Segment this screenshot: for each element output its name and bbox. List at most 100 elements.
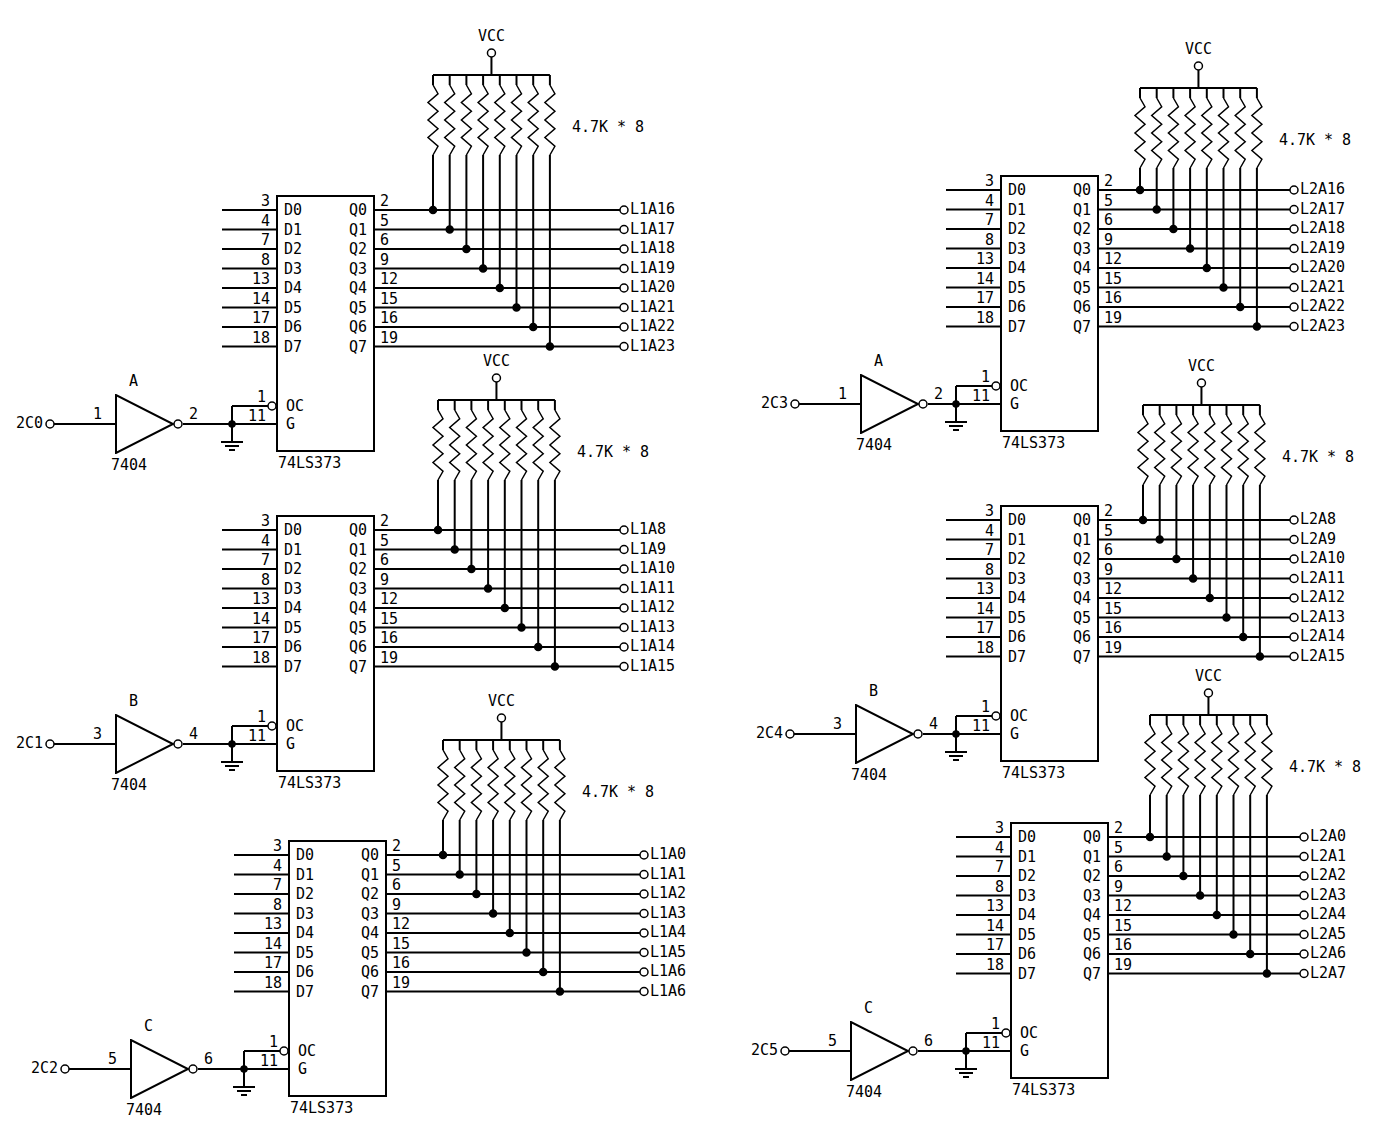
pin-number: 5 xyxy=(392,859,401,874)
signal-name: L2A7 xyxy=(1310,966,1346,981)
junction-dot xyxy=(530,324,537,331)
pin-number: 1 xyxy=(981,700,990,715)
signal-name: L2A3 xyxy=(1310,888,1346,903)
resistor-symbol xyxy=(1229,725,1239,795)
resistor-lead xyxy=(542,820,544,972)
resistor-lead xyxy=(432,75,434,85)
pin-name: Q2 xyxy=(1073,552,1091,567)
pin-number: 3 xyxy=(833,717,842,732)
pin-number: 16 xyxy=(1104,291,1122,306)
terminal xyxy=(620,206,628,214)
pin-wire xyxy=(946,539,1000,541)
latch-chip: D0Q0D1Q1D2Q2D3Q3D4Q4D5Q5D6Q6D7Q7OCG74LS3… xyxy=(276,515,375,772)
resistor-lead xyxy=(1149,715,1151,725)
chip-name: 74LS373 xyxy=(290,1101,353,1116)
pin-number: 12 xyxy=(1104,582,1122,597)
resistor-lead xyxy=(1259,405,1261,415)
pin-wire xyxy=(222,549,276,551)
pin-number: 14 xyxy=(976,602,994,617)
terminal xyxy=(620,526,628,534)
resistor-lead xyxy=(1226,485,1228,618)
pin-wire xyxy=(946,209,1000,211)
pin-wire xyxy=(234,874,288,876)
terminal xyxy=(1300,970,1308,978)
ground-symbol xyxy=(221,761,243,763)
pin-number: 6 xyxy=(1114,860,1123,875)
resistor-lead xyxy=(465,155,467,249)
signal-wire xyxy=(375,529,620,531)
pin-name: D2 xyxy=(284,562,302,577)
pin-number: 8 xyxy=(273,898,282,913)
pin-number: 4 xyxy=(261,214,270,229)
pin-number: 3 xyxy=(995,821,1004,836)
junction-dot xyxy=(1230,931,1237,938)
resistor-symbol xyxy=(1138,415,1148,485)
resistor-lead xyxy=(1159,485,1161,540)
signal-wire xyxy=(375,229,620,231)
signal-name: L1A15 xyxy=(630,659,675,674)
supply-name: VCC xyxy=(1188,359,1215,374)
resistor-lead xyxy=(1216,715,1218,725)
terminal xyxy=(640,968,648,976)
resistor-lead xyxy=(509,820,511,933)
supply-name: VCC xyxy=(488,694,515,709)
signal-wire xyxy=(387,971,640,973)
terminal xyxy=(1290,536,1298,544)
pin-name: Q4 xyxy=(349,281,367,296)
terminal xyxy=(1194,62,1202,70)
gate-part: 7404 xyxy=(126,1103,162,1118)
pin-wire xyxy=(234,971,288,973)
pin-name: D1 xyxy=(296,868,314,883)
pin-wire xyxy=(234,952,288,954)
resistor-lead xyxy=(516,155,518,308)
vcc-wire xyxy=(495,382,497,400)
terminal xyxy=(61,1065,69,1073)
resistor-lead xyxy=(1142,405,1144,415)
resistor-lead xyxy=(1209,405,1211,415)
pin-name: Q6 xyxy=(1073,300,1091,315)
signal-name: L1A2 xyxy=(650,886,686,901)
pin-name: G xyxy=(286,417,295,432)
supply-name: VCC xyxy=(478,29,505,44)
pin-name: Q2 xyxy=(1083,869,1101,884)
resistor-lead xyxy=(1249,715,1251,725)
pin-wire xyxy=(222,287,276,289)
pin-number: 12 xyxy=(1104,252,1122,267)
inversion-bubble xyxy=(919,400,927,408)
gate-part: 7404 xyxy=(111,458,147,473)
pin-number: 9 xyxy=(380,253,389,268)
resistor-value: 4.7K * 8 xyxy=(1282,450,1354,465)
pin-number: 2 xyxy=(1104,174,1113,189)
pin-wire xyxy=(956,836,1010,838)
terminal xyxy=(640,929,648,937)
resistor-symbol xyxy=(478,85,488,155)
pin-number: 6 xyxy=(1104,543,1113,558)
resistor-lead xyxy=(499,75,501,85)
pin-number: 4 xyxy=(929,717,938,732)
pin-name: D4 xyxy=(296,926,314,941)
resistor-lead xyxy=(492,740,494,750)
pin-name: D7 xyxy=(284,340,302,355)
resistor-lead xyxy=(1233,715,1235,725)
pin-number: 2 xyxy=(380,514,389,529)
pin-number: 18 xyxy=(986,958,1004,973)
resistor-lead xyxy=(516,75,518,85)
signal-wire xyxy=(375,666,620,668)
inverter-triangle xyxy=(856,705,913,763)
resistor-lead xyxy=(1242,405,1244,415)
pin-number: 11 xyxy=(248,729,266,744)
pin-number: 2 xyxy=(1114,821,1123,836)
gate-letter: C xyxy=(864,1001,873,1016)
input-wire xyxy=(789,1050,850,1052)
junction-dot xyxy=(463,246,470,253)
resistor-symbol xyxy=(1185,98,1195,168)
vcc-wire xyxy=(500,722,502,740)
resistor-symbol xyxy=(1255,415,1265,485)
junction-dot xyxy=(1163,853,1170,860)
pin-number: 1 xyxy=(93,407,102,422)
resistor-lead xyxy=(1226,405,1228,415)
terminal xyxy=(1204,689,1212,697)
gate-letter: A xyxy=(874,354,883,369)
signal-name: L2A21 xyxy=(1300,280,1345,295)
terminal xyxy=(1290,225,1298,233)
